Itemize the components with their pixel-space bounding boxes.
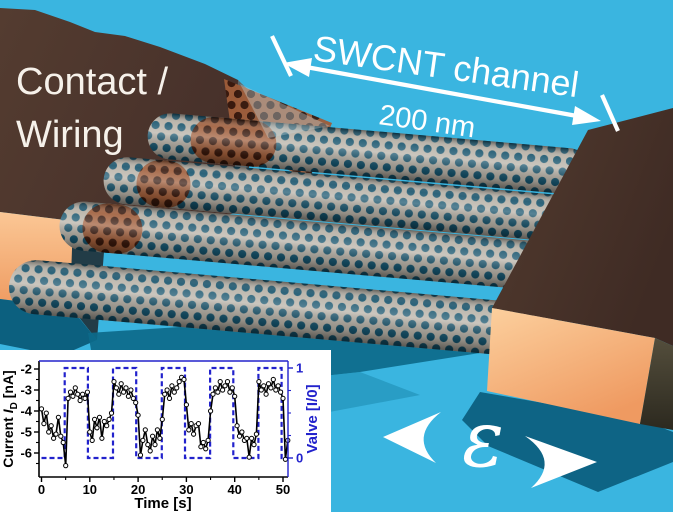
nanotube-bundle (9, 113, 592, 358)
svg-text:0: 0 (38, 482, 45, 497)
svg-text:1: 1 (296, 361, 303, 376)
strain-indicator: ε (383, 395, 597, 488)
right-contact-front-face (487, 308, 655, 424)
svg-text:0: 0 (296, 451, 303, 466)
svg-text:Valve [I/0]: Valve [I/0] (304, 384, 321, 453)
nanotube (9, 260, 558, 358)
strain-arrow-right-icon (525, 436, 597, 488)
svg-text:40: 40 (227, 482, 241, 497)
svg-text:-6: -6 (20, 446, 32, 461)
strain-arrow-left-icon (383, 412, 441, 463)
nanotube (59, 201, 568, 291)
haze-reflection (240, 84, 330, 138)
svg-text:-3: -3 (20, 383, 32, 398)
right-contact-side-face (640, 338, 673, 430)
right-contact (487, 108, 673, 430)
svg-text:20: 20 (131, 482, 145, 497)
strain-symbol: ε (462, 395, 504, 485)
contact-label-line2: Wiring (16, 114, 124, 156)
svg-text:10: 10 (83, 482, 97, 497)
svg-text:-2: -2 (20, 362, 32, 377)
nanotube (147, 113, 592, 195)
svg-text:Current ID [nA]: Current ID [nA] (0, 370, 20, 467)
svg-text:50: 50 (276, 482, 290, 497)
nanotube (103, 157, 582, 242)
svg-text:-4: -4 (20, 404, 32, 419)
svg-text:Time [s]: Time [s] (134, 495, 191, 512)
right-contact-top-face (492, 108, 673, 346)
svg-text:-5: -5 (20, 425, 32, 440)
contact-label-line1: Contact / (16, 61, 169, 103)
svg-text:30: 30 (179, 482, 193, 497)
dimension-arrow-icon (270, 35, 620, 132)
